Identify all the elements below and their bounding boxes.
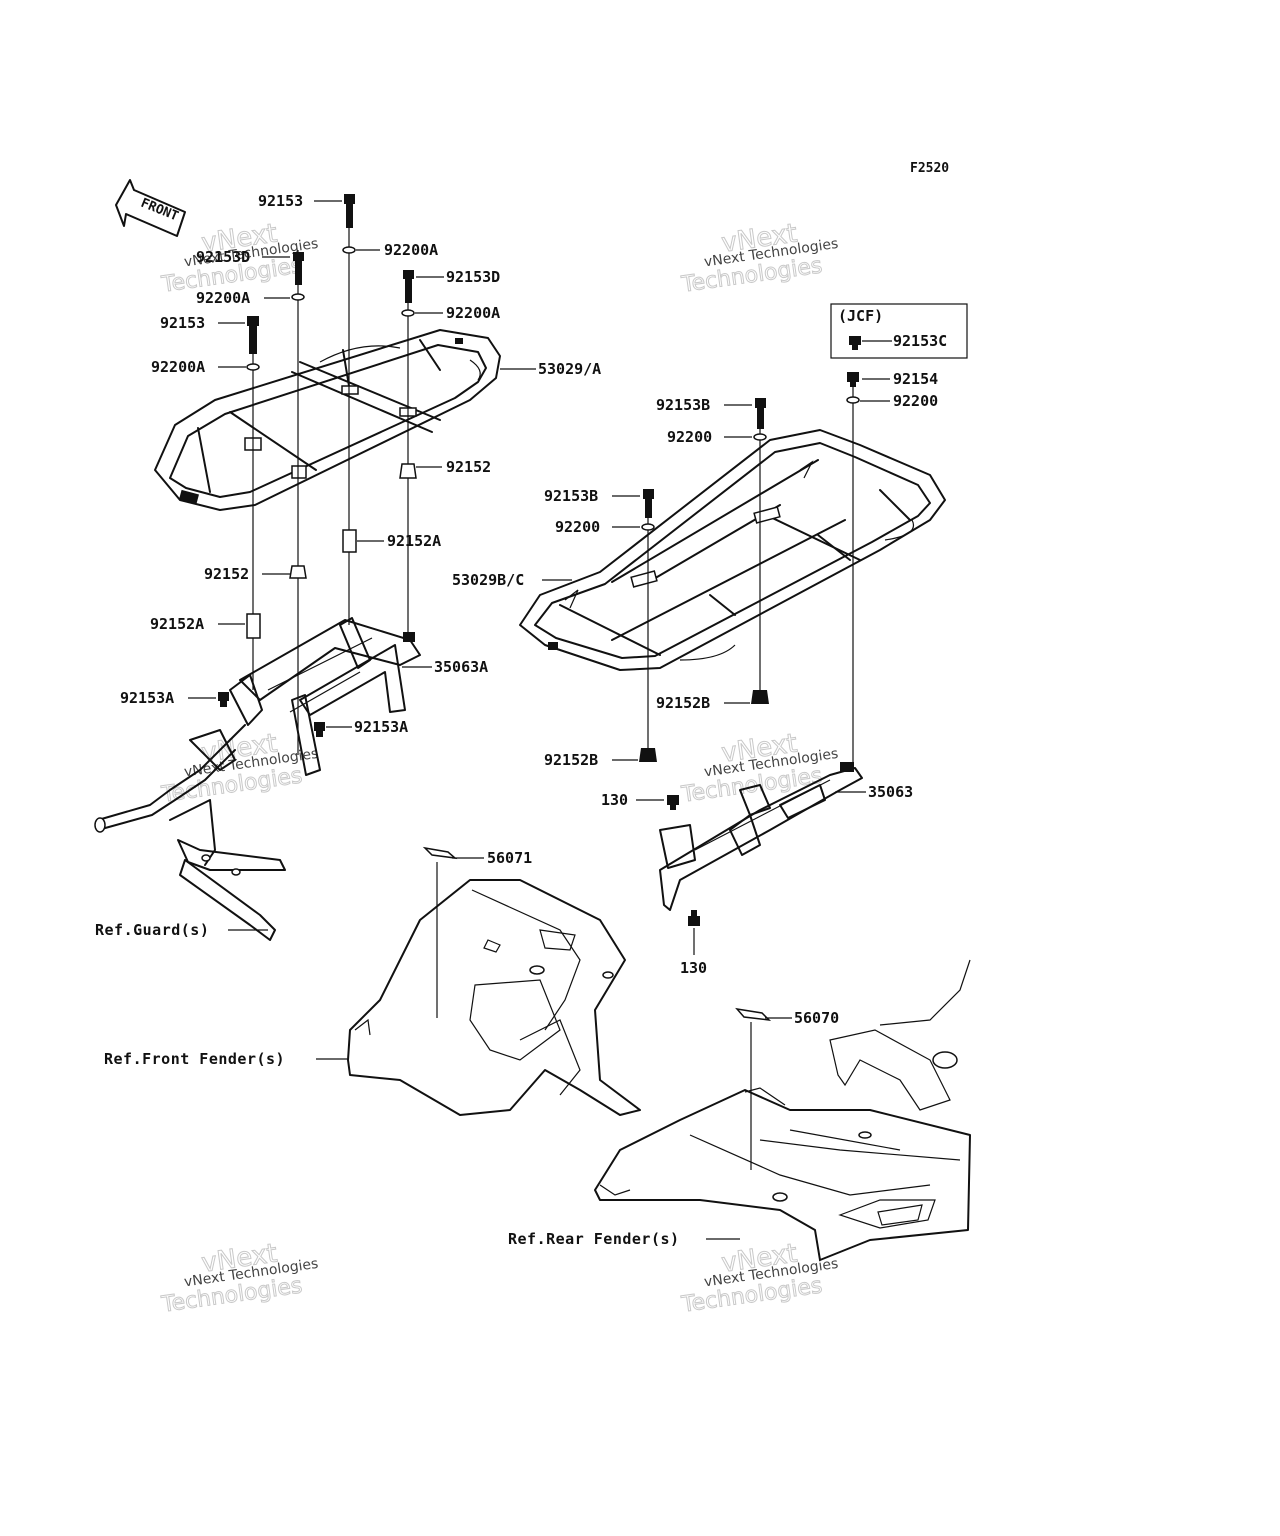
part-label: 92152B [656, 694, 710, 712]
part-label: 130 [680, 959, 707, 977]
part-label: 92152B [544, 751, 598, 769]
washer-icon [753, 433, 767, 441]
rear-bracket [659, 762, 863, 911]
part-label: 35063A [434, 658, 488, 676]
washer-icon [342, 246, 356, 254]
part-label: 92153 [160, 314, 205, 332]
part-label: 53029/A [538, 360, 601, 378]
part-label: 92200 [555, 518, 600, 536]
jcf-box: (JCF) 92153C [830, 303, 968, 359]
collar-icon [399, 463, 417, 479]
washer-icon [641, 523, 655, 531]
bolt-icon [755, 398, 766, 429]
bolt-icon [688, 910, 700, 926]
watermark-group: vNext vNext Technologies Technologies vN… [159, 218, 839, 1318]
rear-fender [594, 959, 971, 1261]
part-label: 56070 [794, 1009, 839, 1027]
washer-icon [846, 396, 860, 404]
collar-icon [246, 613, 261, 639]
assembly-centerlines-right [647, 385, 854, 770]
front-fender [347, 879, 641, 1116]
part-label: 92153A [354, 718, 408, 736]
part-label: 92153B [544, 487, 598, 505]
part-label: 56071 [487, 849, 532, 867]
washer-icon [246, 363, 260, 371]
bolt-icon [643, 489, 654, 518]
part-label: 92153D [196, 248, 250, 266]
part-label: 35063 [868, 783, 913, 801]
part-label: 92154 [893, 370, 938, 388]
bolt-icon [293, 252, 304, 285]
bolt-icon [403, 270, 414, 303]
part-label: 92152 [446, 458, 491, 476]
part-label: 92200A [384, 241, 438, 259]
jcf-title: (JCF) [838, 307, 883, 325]
part-label: 53029B/C [452, 571, 524, 589]
collar-icon [342, 529, 357, 553]
part-label: 92200A [151, 358, 205, 376]
bolt-icon [344, 194, 355, 228]
part-label: 92153 [258, 192, 303, 210]
part-label: 92200A [446, 304, 500, 322]
ref-front-fender-label: Ref.Front Fender(s) [104, 1050, 285, 1068]
part-label: 92152A [387, 532, 441, 550]
collar-icon [289, 565, 307, 579]
jcf-part-label: 92153C [893, 332, 947, 350]
part-label: 92200 [893, 392, 938, 410]
part-label: 92153B [656, 396, 710, 414]
bolt-icon [218, 692, 229, 707]
rear-carrier-rack [519, 429, 946, 671]
collar-icon [639, 748, 657, 762]
front-guard [94, 724, 286, 941]
bolt-icon [314, 722, 325, 737]
figure-code: F2520 [910, 161, 949, 176]
bolt-icon [667, 795, 679, 810]
part-label: 92152 [204, 565, 249, 583]
collar-icon [751, 690, 769, 704]
part-label: 92200A [196, 289, 250, 307]
bolt-icon [847, 372, 859, 387]
part-label: 92153A [120, 689, 174, 707]
ref-guard-label: Ref.Guard(s) [95, 921, 209, 939]
front-carrier-rack [154, 329, 501, 511]
part-label: 92152A [150, 615, 204, 633]
part-label: 92200 [667, 428, 712, 446]
front-arrow-icon: FRONT [115, 179, 186, 237]
part-label: 130 [601, 791, 628, 809]
part-label: 92153D [446, 268, 500, 286]
front-bracket [229, 617, 421, 776]
bolt-icon [849, 336, 861, 350]
ref-rear-fender-label: Ref.Rear Fender(s) [508, 1230, 680, 1248]
label-sticker-icon [735, 1007, 772, 1022]
washer-icon [291, 293, 305, 301]
washer-icon [401, 309, 415, 317]
bolt-icon [247, 316, 259, 354]
label-sticker-icon [422, 846, 458, 860]
